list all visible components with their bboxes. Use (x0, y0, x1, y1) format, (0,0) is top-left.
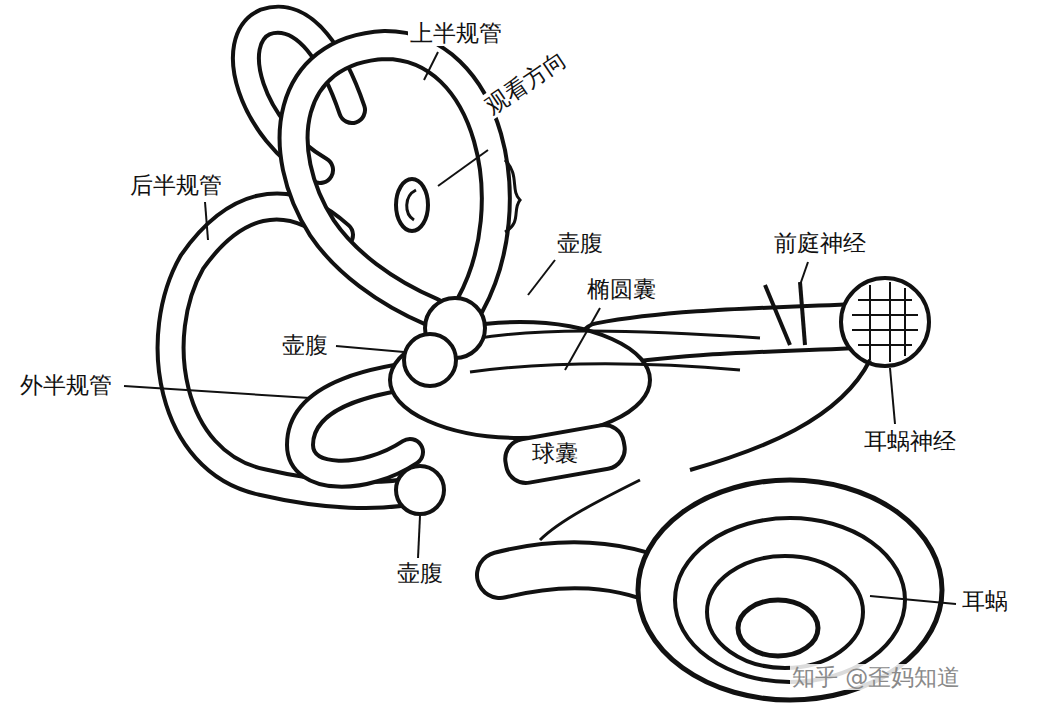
ear-icon-detail (407, 190, 416, 220)
leader-line (890, 368, 895, 424)
part-label: 耳蜗 (960, 588, 1010, 614)
direction-label: 观看方向 (479, 45, 573, 121)
leader-line (424, 52, 438, 80)
part-label: 壶腹 (280, 332, 330, 358)
watermark: 知乎 @歪妈知道 (790, 664, 962, 690)
part-label: 前庭神经 (772, 230, 868, 256)
vestibular-nerve-stub (800, 282, 805, 345)
vestibule (390, 322, 650, 438)
ampulla (404, 334, 456, 386)
part-label: 椭圆囊 (585, 276, 658, 302)
leader-line (205, 202, 208, 240)
part-label: 耳蜗神经 (862, 428, 958, 454)
part-label: 上半规管 (408, 20, 504, 46)
leader-line (336, 346, 404, 352)
saccule (502, 422, 628, 486)
ampulla (396, 466, 444, 514)
face-profile (505, 160, 520, 232)
leader-line (800, 262, 808, 285)
leader-line (870, 596, 956, 604)
part-label: 壶腹 (395, 560, 445, 586)
leader-line (438, 150, 488, 186)
leader-line (528, 260, 555, 295)
ear-icon (396, 179, 428, 231)
nerve-hatching (852, 282, 918, 362)
leader-lines (124, 52, 956, 604)
vestibular-nerve-stub (765, 285, 790, 345)
duct-line (540, 480, 640, 540)
cochlea-apex (738, 600, 818, 656)
cochlea-turn (675, 518, 905, 682)
part-label: 后半规管 (128, 172, 224, 198)
canal-lumen (294, 45, 496, 312)
leader-line (124, 386, 310, 398)
nerve-end (841, 278, 929, 366)
leader-line (565, 308, 600, 370)
cochlea-turn (707, 556, 863, 668)
nerve-outline (600, 325, 880, 345)
cochlear-nerve-branch (690, 360, 870, 470)
nerve-body (600, 325, 880, 345)
part-label: 球囊 (530, 440, 580, 466)
part-label: 外半规管 (18, 372, 114, 398)
utricle-line (470, 364, 740, 373)
leader-line (418, 516, 420, 558)
utricle-line (445, 331, 760, 345)
part-label: 壶腹 (555, 230, 605, 256)
canal-outline (294, 45, 496, 312)
